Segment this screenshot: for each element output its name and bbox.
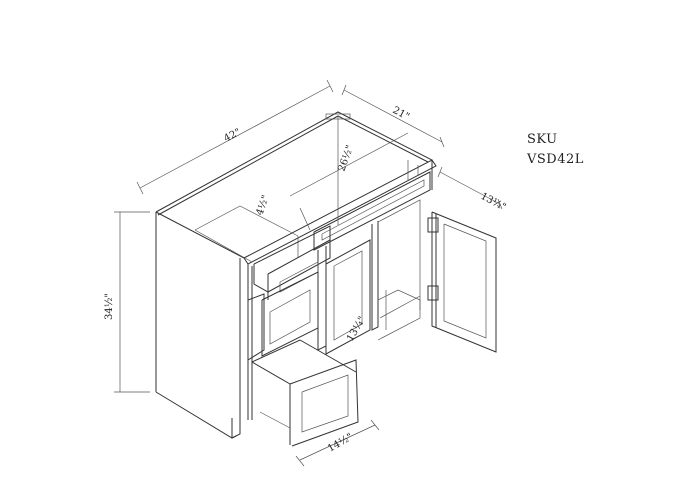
sku-value: VSD42L [527,152,584,167]
inner-depth-label: 26½" [336,144,356,173]
cabinet-body [155,111,497,447]
hinge-icon [427,217,439,233]
drawer-height-label: 4½" [254,194,271,217]
hinge-icon [427,285,439,301]
drawer-width-label: 14½" [326,432,355,455]
bracket-icon [325,113,351,120]
door-width-label: 13¼" [479,191,508,213]
dimension-lines [114,79,503,467]
inner-door-width-label: 13¼" [345,315,368,344]
height-label: 34½" [104,293,115,320]
sku-label: SKU [527,132,558,147]
width-label: 42" [222,127,242,145]
